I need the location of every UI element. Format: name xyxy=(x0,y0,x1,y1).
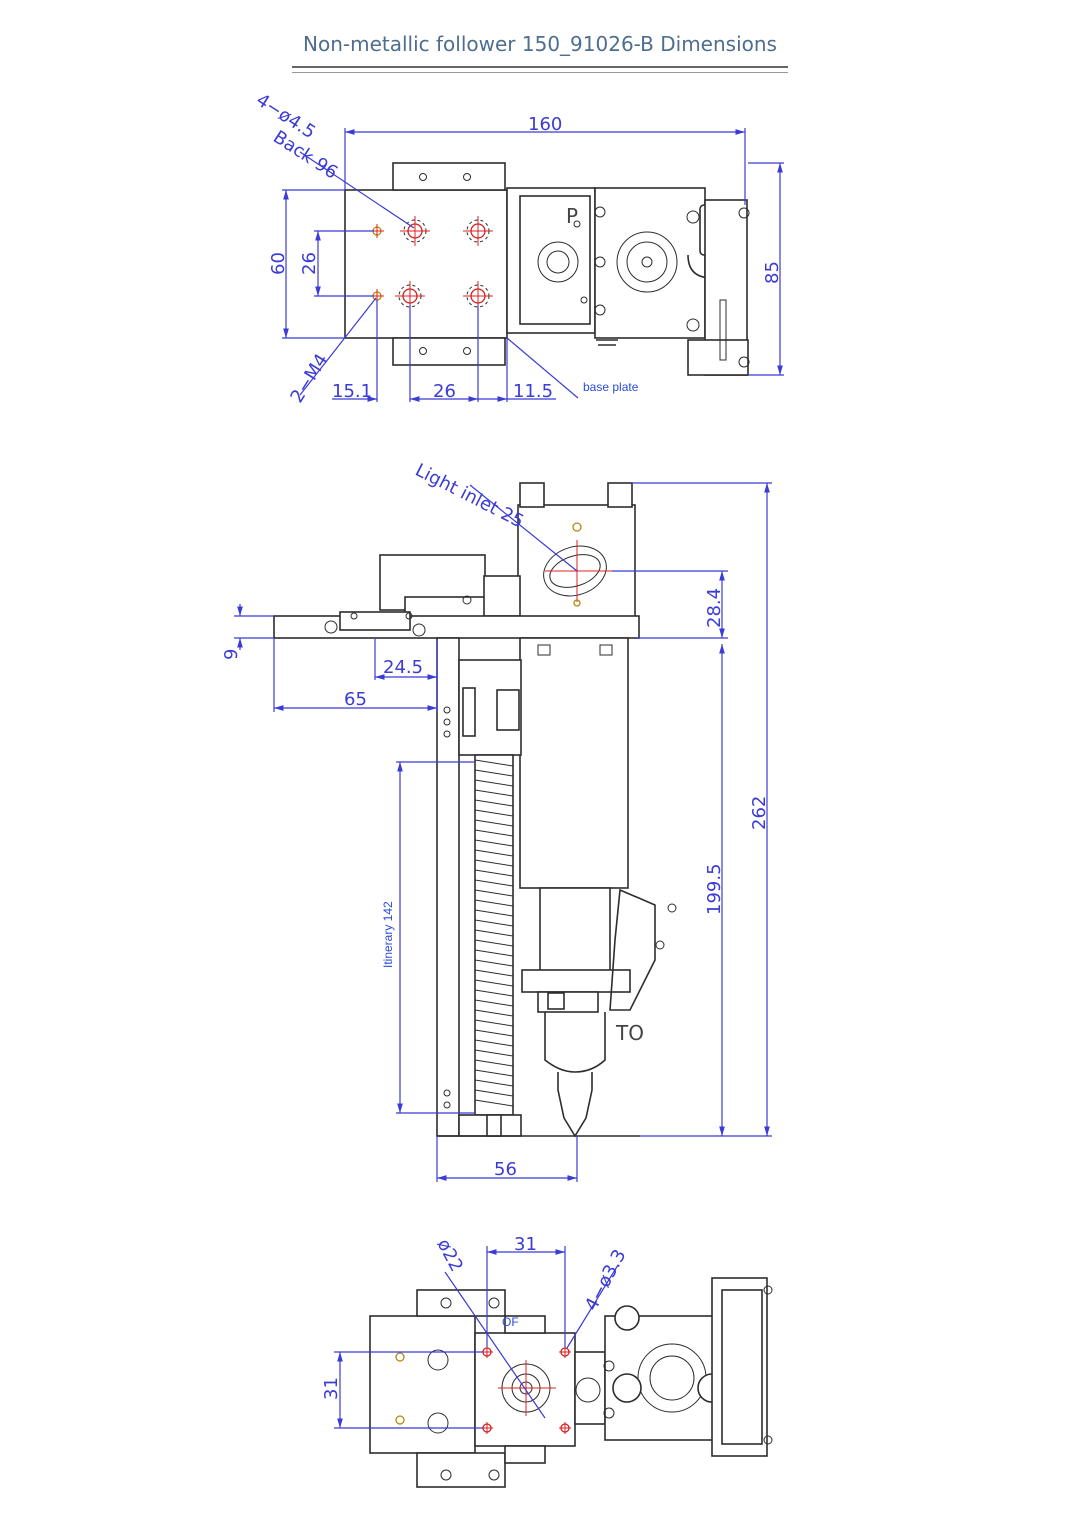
base-plate-top-tab xyxy=(392,162,506,191)
dim-11-5: 11.5 xyxy=(513,381,553,402)
nozzle-cylinder xyxy=(519,637,629,889)
side-sensor xyxy=(609,888,656,1011)
bottom-base-plate xyxy=(369,1315,476,1454)
mark-p: P xyxy=(566,204,578,228)
dim-28-4: 28.4 xyxy=(704,588,725,628)
dim-24-5: 24.5 xyxy=(383,657,423,678)
dim-26-bottom: 26 xyxy=(433,381,456,402)
dim-65: 65 xyxy=(344,689,367,710)
motor-housing xyxy=(594,187,706,339)
base-plate-bottom-tab xyxy=(392,337,506,366)
label-holes-4-33: 4−ø3.3 xyxy=(581,1246,631,1314)
label-light-inlet-25: Light inlet 25 xyxy=(412,460,527,533)
dim-31-left: 31 xyxy=(321,1377,342,1400)
dim-15-1: 15.1 xyxy=(332,381,372,402)
title-underline xyxy=(292,66,788,73)
label-base-plate: base plate xyxy=(583,380,639,394)
side-view: TO 262 28.4 199.5 9 24.5 65 I xyxy=(221,460,772,1182)
label-d22: ø22 xyxy=(433,1235,467,1275)
top-view: P 160 85 60 26 15.1 26 11.5 4−ø xyxy=(252,90,784,407)
label-2-m4: 2−M4 xyxy=(286,350,332,407)
dim-262: 262 xyxy=(749,796,770,830)
dim-31-top: 31 xyxy=(514,1234,537,1255)
mark-to: TO xyxy=(615,1021,644,1045)
page-title: Non-metallic follower 150_91026-B Dimens… xyxy=(303,32,777,56)
dim-199-5: 199.5 xyxy=(704,863,725,915)
dim-56: 56 xyxy=(494,1159,517,1180)
mark-of: OF xyxy=(502,1315,519,1329)
bottom-view: OF 31 31 ø22 4−ø3.3 xyxy=(321,1234,773,1488)
label-itinerary-142: Itinerary 142 xyxy=(381,901,395,968)
dim-60: 60 xyxy=(268,252,289,275)
dim-26-left: 26 xyxy=(299,252,320,275)
crossbar xyxy=(273,615,640,639)
dim-160: 160 xyxy=(528,114,562,135)
dim-9: 9 xyxy=(221,649,242,660)
base-plate xyxy=(344,189,508,339)
dim-85: 85 xyxy=(762,261,783,284)
